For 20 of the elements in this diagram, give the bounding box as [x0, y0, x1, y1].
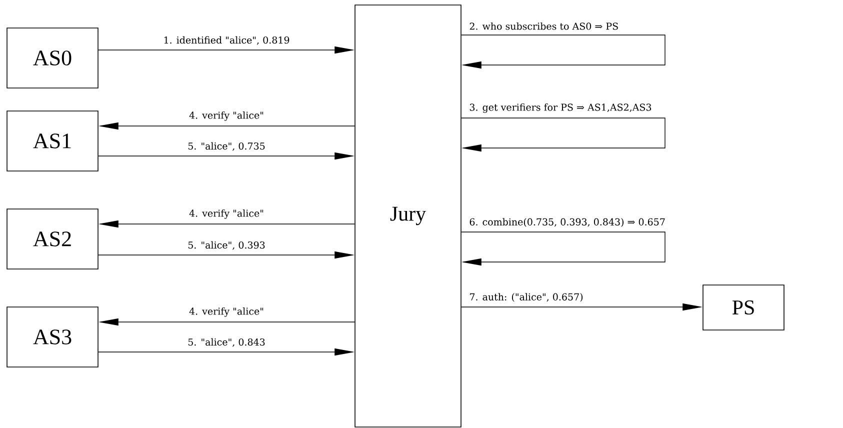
edge-label: 5. "alice", 0.735: [188, 142, 265, 151]
arrow: [461, 232, 666, 266]
arrow: [461, 118, 666, 152]
edge-label: 3. get verifiers for PS ⇒ AS1,AS2,AS3: [470, 103, 652, 113]
server-box: AS0: [6, 28, 98, 88]
edge-label: 1. identified "alice", 0.819: [164, 36, 290, 45]
server-box: AS1: [6, 110, 98, 172]
edge-label: 7. auth: ("alice", 0.657): [470, 293, 583, 302]
edge-label: 5. "alice", 0.393: [188, 241, 265, 250]
server-box: PS: [702, 284, 784, 330]
edge-label: 6. combine(0.735, 0.393, 0.843) ⇒ 0.657: [470, 218, 665, 227]
edge-label: 5. "alice", 0.843: [188, 338, 265, 347]
server-box: AS2: [6, 208, 98, 270]
edge-label: 2. who subscribes to AS0 ⇒ PS: [470, 22, 618, 30]
edge-label: 4. verify "alice": [189, 307, 264, 317]
edge-label: 4. verify "alice": [189, 209, 264, 219]
arrow: [461, 34, 666, 69]
edge-label: 4. verify "alice": [189, 111, 264, 121]
server-box: AS3: [6, 306, 98, 368]
jury-box: Jury: [354, 4, 462, 428]
